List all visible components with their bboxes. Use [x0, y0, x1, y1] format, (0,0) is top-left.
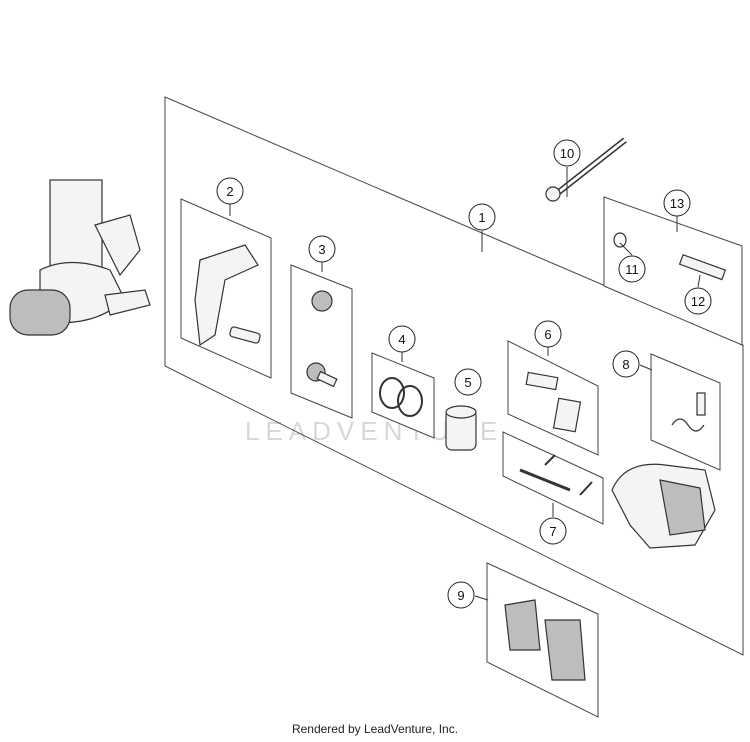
- pad-retainer-part: [525, 371, 582, 433]
- svg-text:13: 13: [670, 196, 684, 211]
- panel-caliper-support: [180, 198, 272, 379]
- svg-text:9: 9: [457, 588, 464, 603]
- caliper-support-part: [194, 244, 261, 347]
- svg-text:5: 5: [464, 375, 471, 390]
- svg-text:10: 10: [560, 146, 574, 161]
- bellows-part: [306, 290, 338, 388]
- callout-3: 3: [308, 235, 336, 263]
- svg-text:8: 8: [622, 357, 629, 372]
- callout-1: 1: [468, 203, 496, 231]
- callout-6: 6: [534, 320, 562, 348]
- svg-text:6: 6: [544, 327, 551, 342]
- banjo-bolt-part: [613, 232, 727, 281]
- panel-bleeder: [650, 353, 721, 471]
- leader-lines: [229, 167, 701, 601]
- callout-9: 9: [447, 581, 475, 609]
- footer-credit: Rendered by LeadVenture, Inc.: [291, 722, 459, 736]
- callout-13: 13: [663, 189, 691, 217]
- callout-2: 2: [216, 177, 244, 205]
- panel-pin-clips: [502, 431, 604, 525]
- svg-text:7: 7: [549, 524, 556, 539]
- svg-text:4: 4: [398, 332, 405, 347]
- seal-rings-part: [379, 377, 423, 417]
- callout-10: 10: [553, 139, 581, 167]
- main-assembly-frame: [164, 96, 744, 656]
- svg-text:1: 1: [478, 210, 485, 225]
- callout-12: 12: [684, 287, 712, 315]
- fork-leg-illustration: [9, 179, 151, 336]
- callout-7: 7: [539, 517, 567, 545]
- panel-bellows: [290, 264, 353, 419]
- svg-text:12: 12: [691, 294, 705, 309]
- callout-4: 4: [388, 325, 416, 353]
- svg-text:3: 3: [318, 242, 325, 257]
- callout-5: 5: [454, 368, 482, 396]
- callout-11: 11: [618, 255, 646, 283]
- callout-8: 8: [612, 350, 640, 378]
- pin-clips-part: [519, 454, 593, 496]
- brake-pads-part: [504, 599, 586, 681]
- brake-caliper-body: [611, 463, 716, 549]
- piston-part: [445, 405, 477, 451]
- panel-pad-retainer: [507, 340, 599, 456]
- svg-text:2: 2: [226, 184, 233, 199]
- svg-text:11: 11: [625, 262, 639, 277]
- bleeder-part: [671, 392, 706, 432]
